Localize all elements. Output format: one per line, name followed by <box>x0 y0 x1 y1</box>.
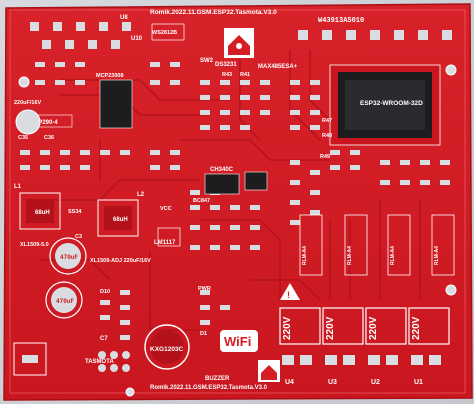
label-sw2: SW2 <box>200 58 214 64</box>
output-u1: U1 <box>414 379 423 386</box>
label-tasmota: TASMOTA <box>85 359 114 365</box>
relay1-voltage: 220V <box>282 316 293 340</box>
label-tlp: TLP290-4 <box>31 120 58 126</box>
label-r49: R49 <box>320 154 330 160</box>
inductor-l1 <box>19 192 61 230</box>
label-u10: U10 <box>131 36 143 42</box>
ws2812b-outline <box>151 23 185 41</box>
wifi-logo-text: WiFi <box>224 334 251 349</box>
label-r47: R47 <box>322 118 332 124</box>
power-connector <box>13 342 47 376</box>
relay4-voltage: 220V <box>411 316 422 340</box>
relay-coil-outlines <box>299 214 455 276</box>
label-kxg: KXG1203C <box>150 346 184 353</box>
output-u4: U4 <box>285 379 294 386</box>
relay-blocks <box>279 307 450 345</box>
relay2-voltage: 220V <box>325 316 336 340</box>
esp32-module <box>329 64 441 146</box>
lm1117-outline <box>157 227 181 247</box>
label-esp32: ESP32-WROOM-32D <box>360 100 423 107</box>
label-ds3231: DS3231 <box>215 62 237 68</box>
smd-components <box>20 62 450 340</box>
output-u3: U3 <box>328 379 337 386</box>
label-lm1117: LM1117 <box>154 240 176 246</box>
cap-kxg <box>144 324 190 370</box>
serial-number: W43913AS010 <box>318 17 364 25</box>
inductor-l2 <box>97 199 139 237</box>
label-r48: R48 <box>322 133 332 139</box>
wifi-logo <box>220 330 258 352</box>
label-rlm-4: RLM-A4 <box>434 246 440 265</box>
label-l1: L1 <box>14 184 22 190</box>
label-c36: C36 <box>44 135 54 141</box>
cap-470uf-a <box>49 237 87 275</box>
label-rlm-1: RLM-A4 <box>302 246 308 265</box>
header-pads-right <box>298 30 452 40</box>
label-max485: MAX485ESA+ <box>258 64 298 70</box>
ch340c-chip <box>204 173 240 195</box>
label-ss34: SS34 <box>68 209 82 215</box>
label-rlm-3: RLM-A4 <box>390 246 396 265</box>
board-edge-line <box>9 9 466 394</box>
header-pads-top <box>30 22 131 49</box>
top-title: Romik.2022.11.GSM.ESP32.Tasmota.V3.0 <box>150 9 277 16</box>
label-470uf-b: 470uF <box>56 298 74 305</box>
round-pads-left <box>98 351 130 372</box>
label-d1: D1 <box>200 331 207 337</box>
label-l2: L2 <box>137 192 145 198</box>
mcp23008-chip <box>99 79 133 129</box>
label-u8: U8 <box>120 15 128 21</box>
home-logo <box>224 28 254 58</box>
label-r43: R43 <box>222 72 232 78</box>
label-ch340c: CH340C <box>210 167 234 173</box>
label-vcc: VCC <box>160 206 172 212</box>
label-c7: C7 <box>100 336 108 342</box>
label-220uf-top: 220uF/16V <box>14 100 42 106</box>
sot-chip <box>244 171 268 191</box>
label-pwr: PWR <box>198 286 211 292</box>
label-ws2812b: WS2812B <box>152 30 177 36</box>
label-mcp23008: MCP23008 <box>96 73 124 79</box>
home-logo-small <box>258 360 280 382</box>
label-bc847: BC847 <box>193 198 210 204</box>
label-d10: D10 <box>100 289 110 295</box>
output-u2: U2 <box>371 379 380 386</box>
label-xl1509adj: XL1509-ADJ 220uF/16V <box>90 258 151 264</box>
label-rlm-2: RLM-A4 <box>347 246 353 265</box>
label-buzzer: BUZZER <box>205 376 230 382</box>
label-xl1509: XL1509-5.0 <box>20 242 49 248</box>
cap-470uf-b <box>45 281 83 319</box>
relay3-voltage: 220V <box>368 316 379 340</box>
svg-text:!: ! <box>287 290 290 300</box>
warning-icon: ! <box>280 283 300 300</box>
terminal-pads <box>282 355 441 365</box>
mounting-holes <box>18 64 457 397</box>
label-c35: C35 <box>18 135 28 141</box>
bottom-title: Romik.2022.11.GSM.ESP32.Tasmota.V3.0 <box>150 385 268 391</box>
label-470uf-a: 470uF <box>60 254 78 261</box>
electrolytic-cap-top-left <box>15 109 41 135</box>
label-r41: R41 <box>240 72 250 78</box>
label-68uh-l2: 68uH <box>113 217 128 223</box>
label-c3: C3 <box>75 234 82 240</box>
label-68uh-l1: 68uH <box>35 210 50 216</box>
